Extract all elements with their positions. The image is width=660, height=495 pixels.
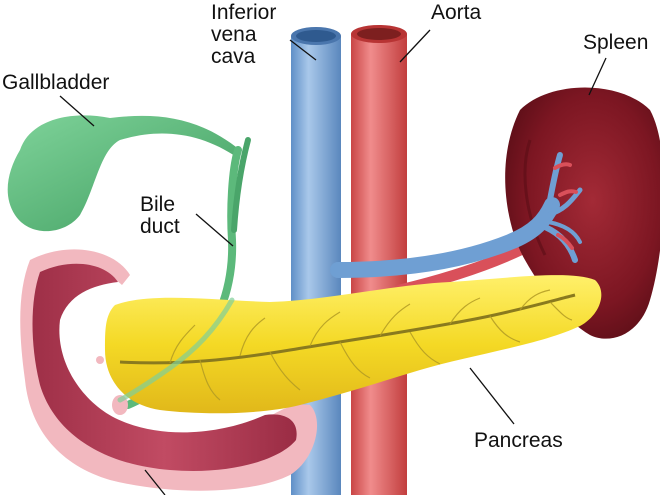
label-pancreas: Pancreas (474, 429, 563, 452)
label-ivc-line-2: vena (211, 23, 257, 46)
label-ivc-line-3: cava (211, 45, 256, 68)
label-aorta: Aorta (431, 1, 482, 24)
label-bile-duct: Bile duct (140, 194, 180, 238)
pancreas-leader (469, 367, 515, 425)
label-inferior-vena-cava: Inferior vena cava (211, 2, 276, 68)
label-bile-line-2: duct (140, 215, 180, 238)
duodenum-leader (144, 469, 166, 495)
gallbladder-leader (59, 95, 95, 127)
ivc-leader (289, 39, 317, 61)
splenic-vein (330, 152, 583, 278)
label-gallbladder: Gallbladder (2, 71, 110, 94)
gallbladder (7, 115, 240, 232)
label-bile-line-1: Bile (140, 193, 176, 216)
leader-lines (59, 29, 607, 495)
label-ivc-line-1: Inferior (211, 1, 277, 24)
spleen-leader (588, 57, 607, 96)
label-spleen: Spleen (583, 31, 649, 54)
bile-duct-leader (195, 213, 234, 247)
aorta-leader (399, 29, 431, 63)
